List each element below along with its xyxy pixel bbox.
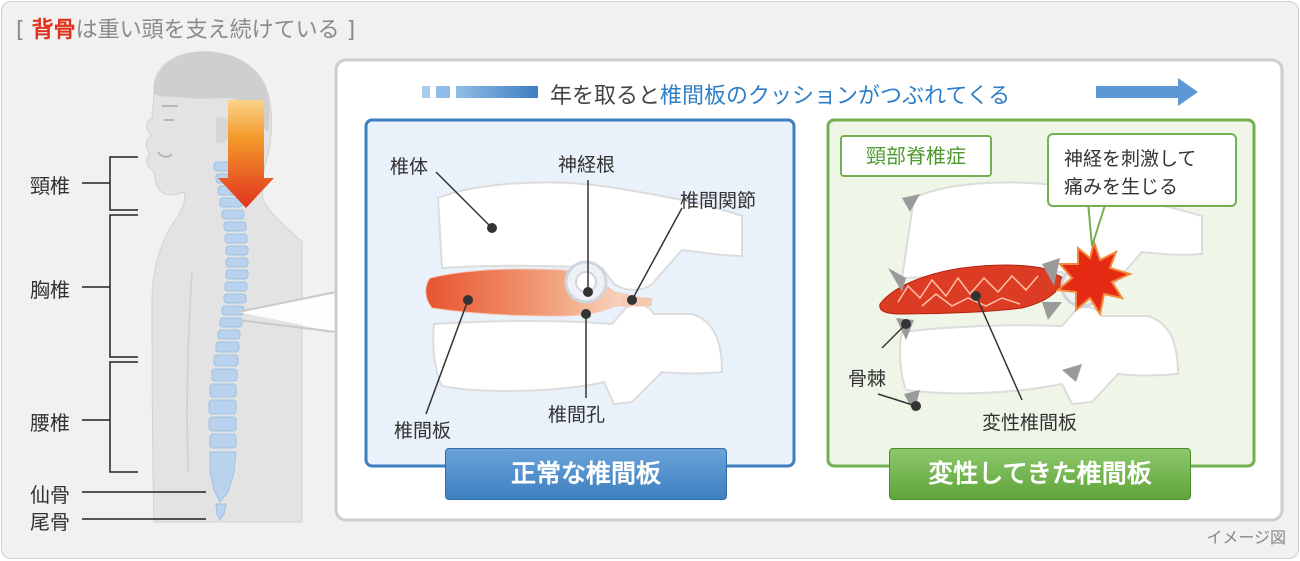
image-caption: イメージ図 [1206,528,1286,547]
page-title: [ 背骨は重い頭を支え続けている ] [16,18,356,43]
label-facet-joint: 椎間関節 [680,190,757,212]
label-osteophyte: 骨棘 [848,368,887,390]
pain-bubble [1047,133,1237,207]
label-thoracic: 胸椎 [30,278,70,302]
pressure-arrow [218,100,274,208]
label-cervical: 頸椎 [30,174,70,198]
normal-disc-button: 正常な椎間板 [445,448,727,500]
label-disc: 椎間板 [394,420,452,442]
condition-tag: 頸部脊椎症 [840,135,992,177]
panel-header: 年を取ると椎間板のクッションがつぶれてくる [550,84,1011,109]
pain-burst-icon [1055,238,1133,317]
bubble-line-2: 痛みを生じる [1064,176,1179,198]
spine-brackets [82,156,206,520]
header-arrow-left [422,86,538,98]
label-lumbar: 腰椎 [30,411,70,435]
label-vertebral-body: 椎体 [390,156,429,178]
header-arrow-right [1096,78,1198,106]
label-degen-disc: 変性椎間板 [982,412,1078,434]
label-sacrum: 仙骨 [30,483,70,507]
bubble-line-1: 神経を刺激して [1064,148,1197,170]
normal-dots [463,223,637,319]
zoom-connector [237,291,337,333]
label-foramen: 椎間孔 [548,404,606,426]
degen-leaders [877,295,1023,407]
normal-leaders [425,171,683,415]
label-nerve-root: 神経根 [558,154,616,176]
label-coccyx: 尾骨 [30,510,70,534]
degen-vertebrae [879,181,1203,412]
degen-dots [901,291,981,411]
human-silhouette [145,51,303,523]
degen-disc-button: 変性してきた椎間板 [889,448,1191,500]
